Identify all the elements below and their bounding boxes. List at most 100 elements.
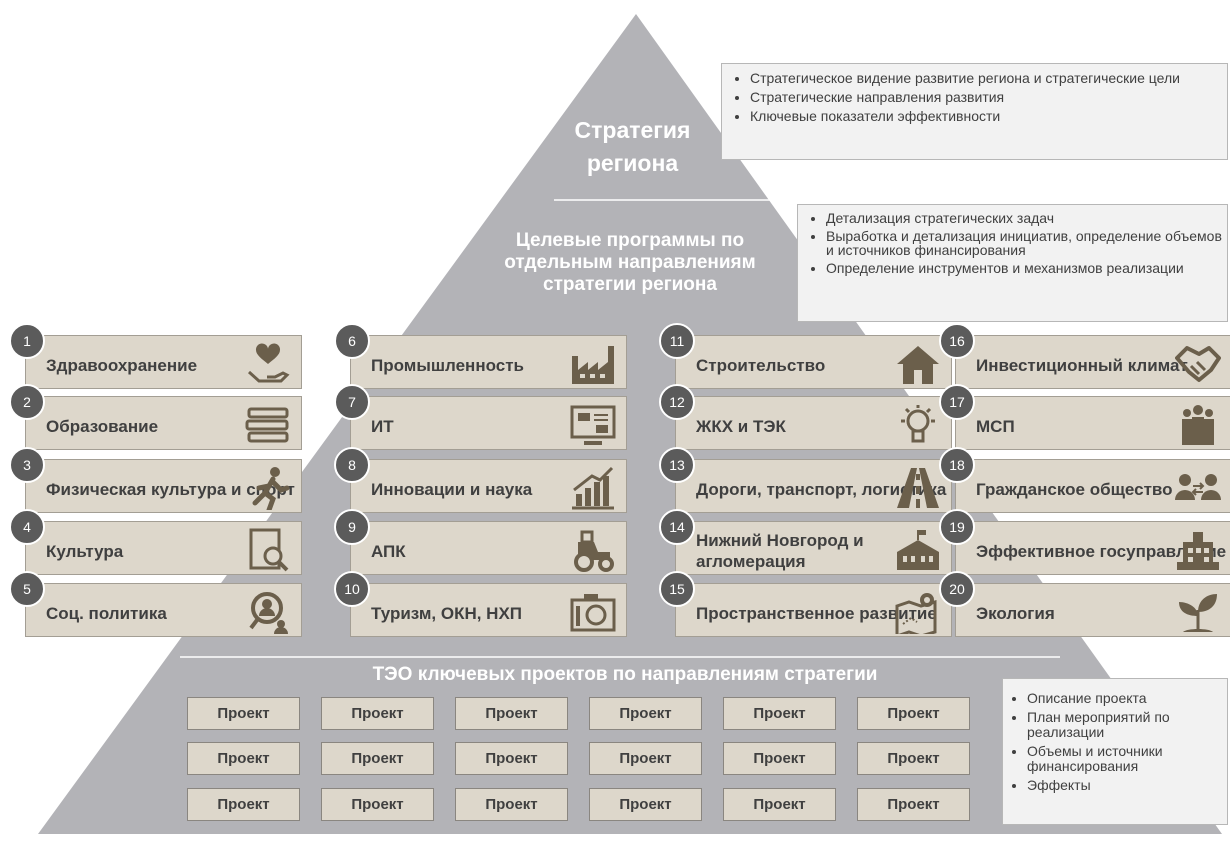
program-card: АПК xyxy=(350,521,627,575)
document-search-icon xyxy=(249,528,289,572)
runner-icon xyxy=(252,467,290,510)
project-box: Проект xyxy=(187,697,300,730)
project-box: Проект xyxy=(723,697,836,730)
program-card: Эффективное госуправление xyxy=(955,521,1230,575)
business-people-icon xyxy=(1182,405,1214,445)
project-box: Проект xyxy=(723,788,836,821)
tractor-icon xyxy=(574,530,614,572)
map-pin-icon xyxy=(895,593,937,634)
strategy-title: Стратегия региона xyxy=(574,117,691,176)
program-number-badge: 15 xyxy=(659,571,695,607)
program-label: Культура xyxy=(46,541,124,561)
program-number-badge: 4 xyxy=(9,509,45,545)
project-box: Проект xyxy=(321,697,434,730)
callout-item: Стратегическое видение развитие региона … xyxy=(750,71,1227,86)
program-card: Соц. политика xyxy=(25,583,302,637)
callout-item: Ключевые показатели эффективности xyxy=(750,109,1227,124)
program-number-badge: 2 xyxy=(9,384,45,420)
project-box: Проект xyxy=(589,788,702,821)
project-box: Проект xyxy=(455,742,568,775)
program-card: Туризм, ОКН, НХП xyxy=(350,583,627,637)
program-number-badge: 8 xyxy=(334,447,370,483)
project-box: Проект xyxy=(589,697,702,730)
program-card: ИТ xyxy=(350,396,627,450)
programs-title: Целевые программы по отдельным направлен… xyxy=(504,230,756,295)
program-card: Культура xyxy=(25,521,302,575)
callout-item: Описание проекта xyxy=(1027,691,1221,706)
program-label: Соц. политика xyxy=(46,603,167,623)
project-box: Проект xyxy=(187,788,300,821)
program-number-badge: 14 xyxy=(659,509,695,545)
project-box: Проект xyxy=(321,788,434,821)
callout-item: Стратегические направления развития xyxy=(750,90,1227,105)
program-label: АПК xyxy=(371,541,406,561)
program-label: Туризм, ОКН, НХП xyxy=(371,603,523,623)
heart-in-hand-icon xyxy=(247,343,290,383)
program-label: Дороги, транспорт, логистика xyxy=(696,479,947,499)
program-label: Инновации и наука xyxy=(371,479,533,499)
program-card: Нижний Новгород и агломерация xyxy=(675,521,952,575)
program-label: Экология xyxy=(976,603,1055,623)
program-number-badge: 18 xyxy=(939,447,975,483)
callout-item: Детализация стратегических задач xyxy=(826,211,1227,225)
program-number-badge: 3 xyxy=(9,447,45,483)
town-hall-icon xyxy=(897,530,939,570)
program-card: Здравоохранение xyxy=(25,335,302,389)
program-number-badge: 6 xyxy=(334,323,370,359)
handshake-icon xyxy=(1175,346,1221,382)
program-label: Гражданское общество xyxy=(976,479,1173,499)
project-box: Проект xyxy=(857,788,970,821)
project-box: Проект xyxy=(321,742,434,775)
program-number-badge: 11 xyxy=(659,323,695,359)
projects-title: ТЭО ключевых проектов по направлениям ст… xyxy=(372,664,878,685)
program-label: Нижний Новгород и агломерация xyxy=(696,531,864,571)
project-box: Проект xyxy=(857,742,970,775)
program-number-badge: 7 xyxy=(334,384,370,420)
road-icon xyxy=(897,468,939,508)
project-box: Проект xyxy=(857,697,970,730)
programs-callout: Детализация стратегических задач Выработ… xyxy=(797,204,1228,322)
callout-item: Объемы и источники финансирования xyxy=(1027,744,1221,774)
program-label: Инвестиционный климат xyxy=(976,355,1188,375)
government-building-icon xyxy=(1177,532,1219,570)
project-box: Проект xyxy=(455,697,568,730)
program-label: Здравоохранение xyxy=(46,355,198,375)
project-box: Проект xyxy=(187,742,300,775)
program-number-badge: 1 xyxy=(9,323,45,359)
program-card: ЖКХ и ТЭК xyxy=(675,396,952,450)
camera-icon xyxy=(570,594,616,632)
callout-item: План мероприятий по реализации xyxy=(1027,710,1221,740)
program-label: Строительство xyxy=(696,355,826,375)
program-number-badge: 17 xyxy=(939,384,975,420)
books-icon xyxy=(245,407,289,443)
program-number-badge: 5 xyxy=(9,571,45,607)
program-label: Эффективное госуправление xyxy=(976,541,1227,561)
program-card: МСП xyxy=(955,396,1230,450)
program-card: Строительство xyxy=(675,335,952,389)
callout-item: Эффекты xyxy=(1027,778,1221,793)
program-number-badge: 10 xyxy=(334,571,370,607)
lightbulb-icon xyxy=(901,405,935,443)
project-box: Проект xyxy=(723,742,836,775)
program-card: Дороги, транспорт, логистика xyxy=(675,459,952,513)
program-label: МСП xyxy=(976,416,1015,436)
program-card: Образование xyxy=(25,396,302,450)
project-box: Проект xyxy=(589,742,702,775)
program-label: Физическая культура и спорт xyxy=(46,479,295,499)
program-label: ИТ xyxy=(371,416,394,436)
program-number-badge: 13 xyxy=(659,447,695,483)
callout-item: Выработка и детализация инициатив, опред… xyxy=(826,229,1227,257)
program-label: Образование xyxy=(46,416,159,436)
program-card: Экология xyxy=(955,583,1230,637)
house-icon xyxy=(897,346,939,384)
program-number-badge: 9 xyxy=(334,509,370,545)
program-card: Инвестиционный климат xyxy=(955,335,1230,389)
program-label: Пространственное развитие xyxy=(696,603,937,623)
strategy-callout: Стратегическое видение развитие региона … xyxy=(721,63,1228,160)
factory-icon xyxy=(572,346,614,384)
program-card: Пространственное развитие xyxy=(675,583,952,637)
program-card: Гражданское общество xyxy=(955,459,1230,513)
program-label: Промышленность xyxy=(371,355,524,375)
program-number-badge: 19 xyxy=(939,509,975,545)
program-card: Физическая культура и спорт xyxy=(25,459,302,513)
